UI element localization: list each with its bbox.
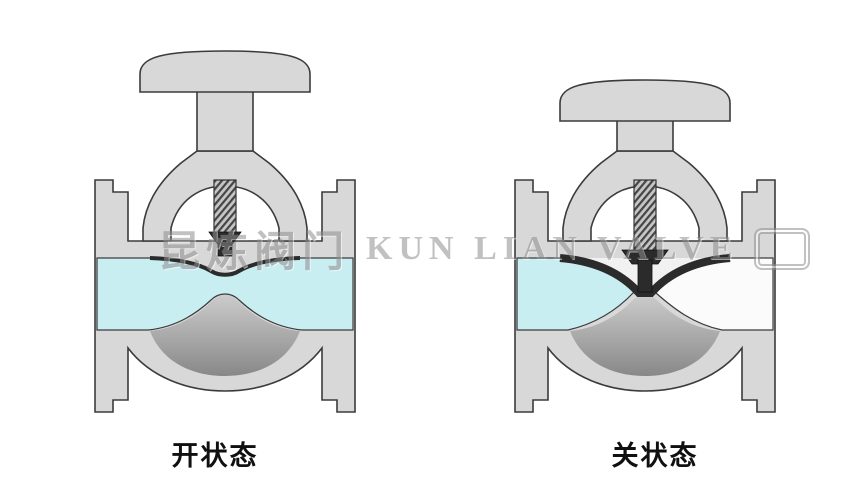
- compressor-closed: [621, 249, 669, 265]
- weir-shading-open: [150, 295, 300, 376]
- closed-valve: [514, 79, 776, 413]
- threaded-stem-open: [213, 179, 237, 235]
- handwheel-closed: [559, 79, 731, 122]
- closed-state-label: 关状态: [611, 441, 699, 471]
- threaded-stem-closed: [633, 179, 657, 253]
- compressor-pin-closed: [637, 259, 653, 293]
- weir-shading-closed: [570, 295, 720, 376]
- open-state-label: 开状态: [171, 441, 259, 471]
- stem-housing-closed: [616, 119, 674, 152]
- open-valve: [94, 50, 356, 413]
- diaphragm-open: [149, 256, 301, 277]
- diaphragm-closed: [559, 254, 731, 297]
- handwheel-open: [139, 50, 311, 93]
- stem-housing-open: [196, 90, 254, 152]
- compressor-pin-open: [217, 243, 233, 257]
